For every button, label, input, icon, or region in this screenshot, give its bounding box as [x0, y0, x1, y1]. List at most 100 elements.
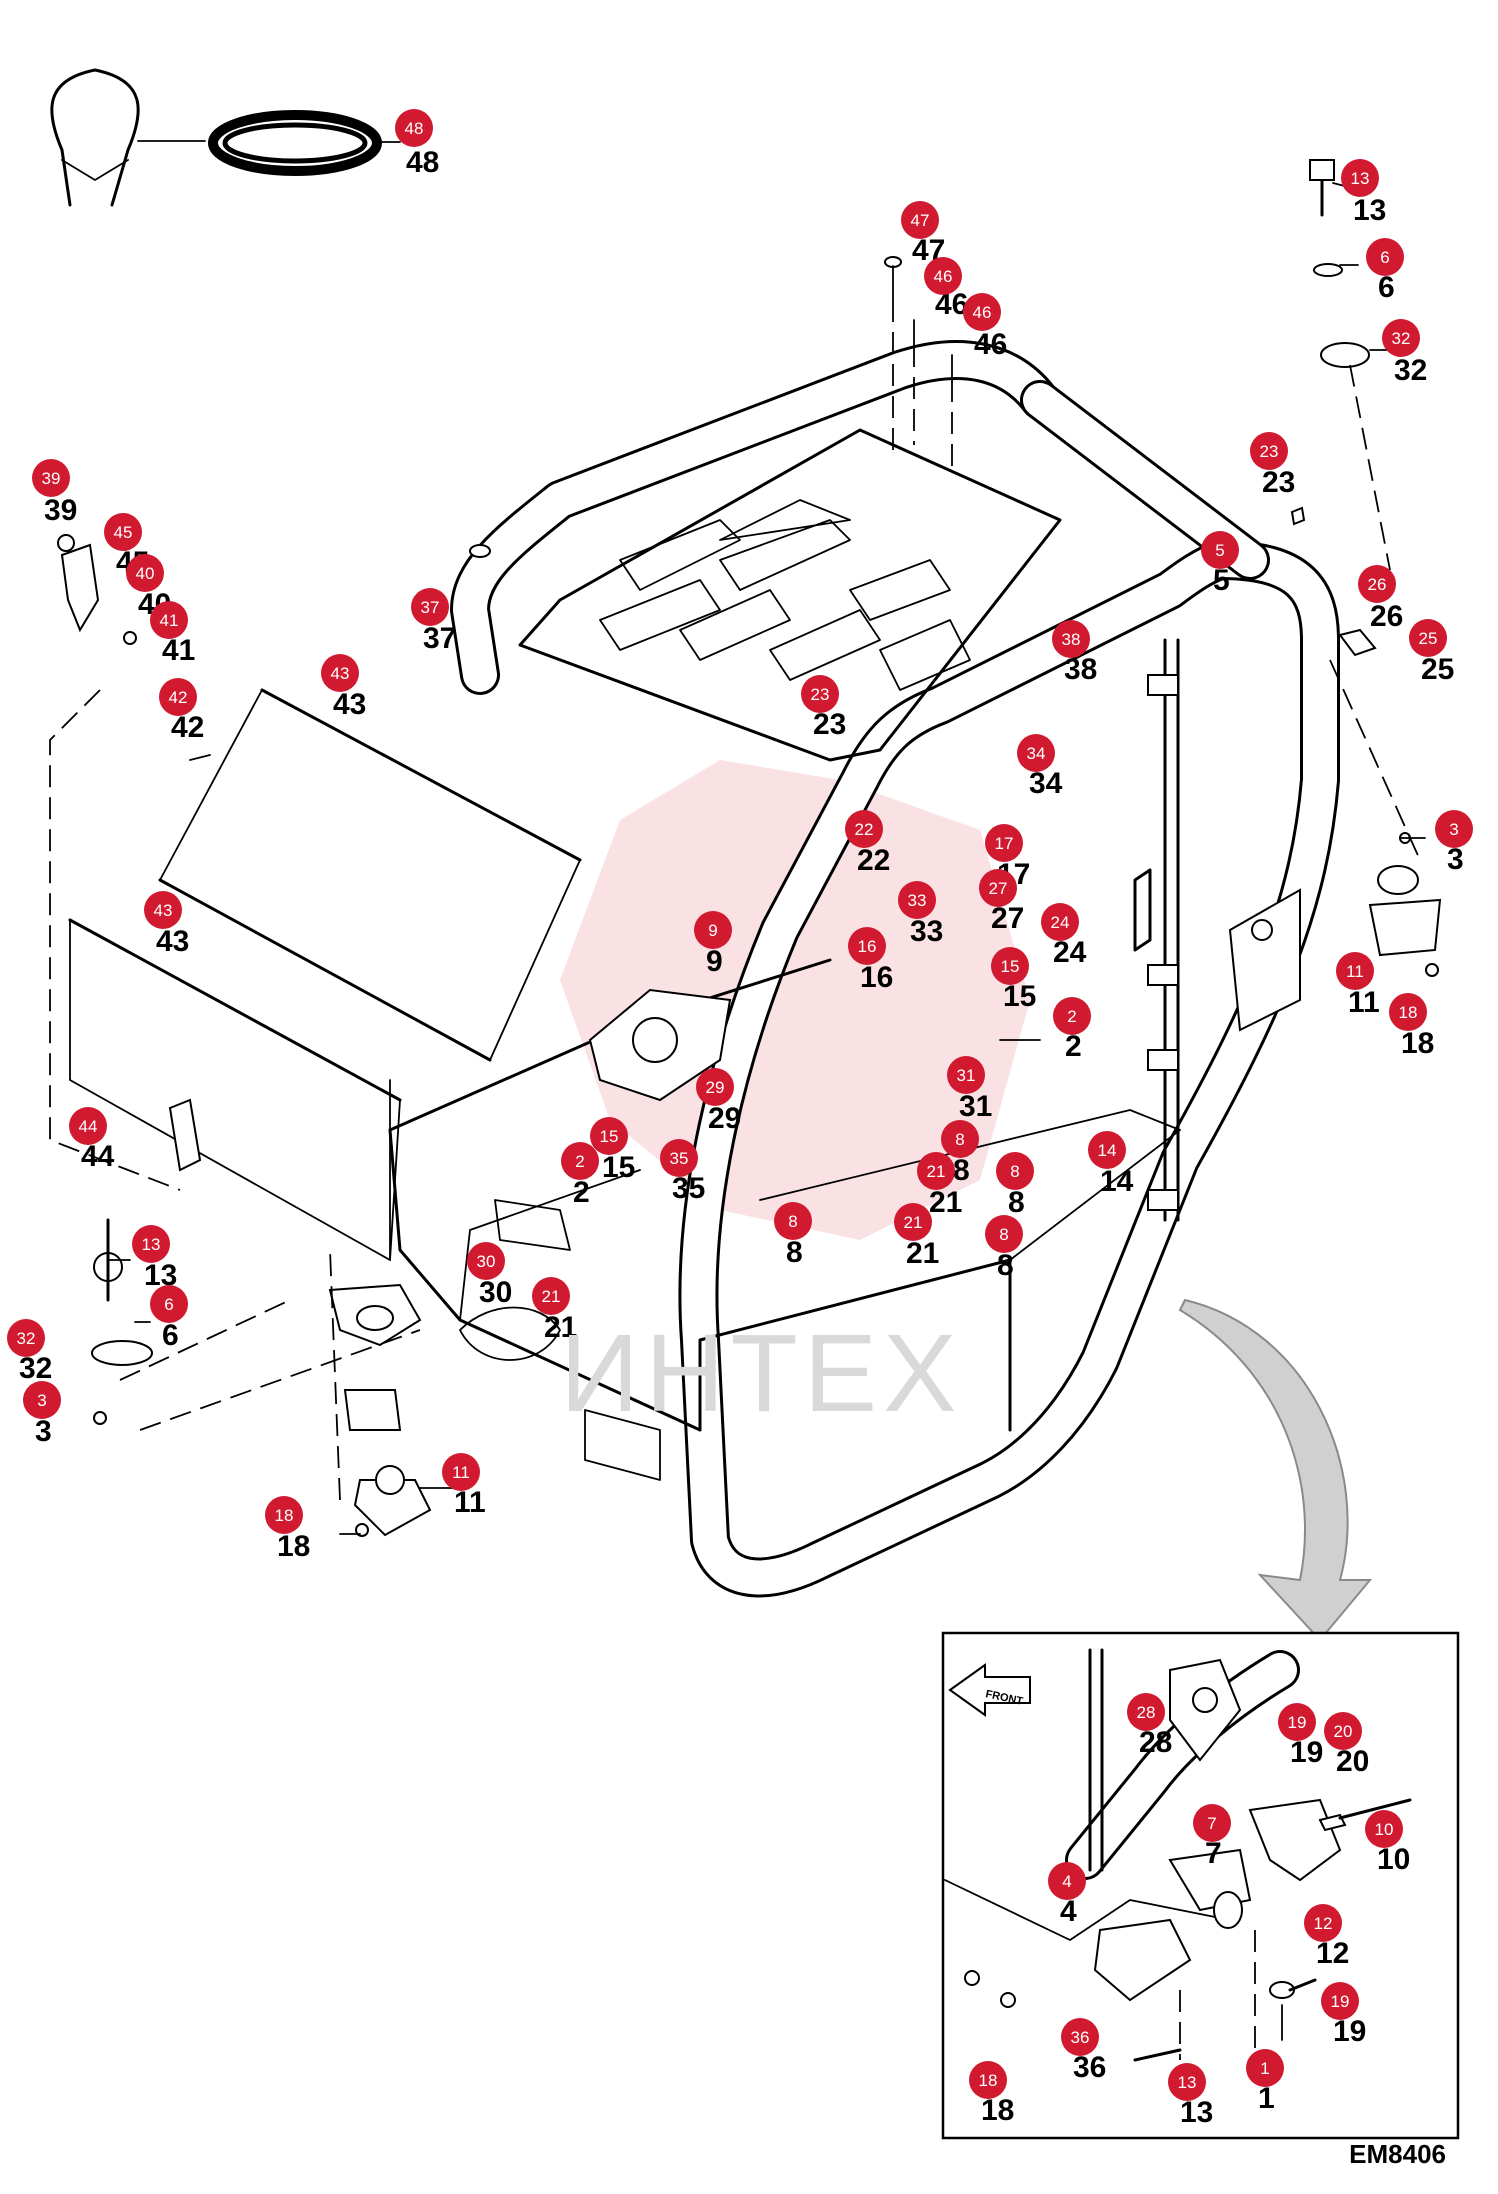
part-badge-number: 32 [1392, 329, 1411, 348]
part-number-label: 6 [1378, 271, 1395, 304]
part-number-label: 24 [1053, 936, 1087, 969]
part-badge-number: 39 [42, 469, 61, 488]
part-number-label: 7 [1205, 1837, 1222, 1870]
part-badge-number: 11 [452, 1463, 470, 1482]
front-arrow-icon [948, 1663, 1031, 1717]
part-badge-number: 26 [1368, 575, 1387, 594]
part-badge-number: 11 [1346, 962, 1364, 981]
part-number-label: 18 [1401, 1027, 1434, 1060]
part-badge [69, 1107, 107, 1145]
part-badge [969, 2061, 1007, 2099]
rops-frame [388, 340, 1340, 1598]
part-number-label: 15 [602, 1151, 635, 1184]
part-badge [924, 257, 962, 295]
drawing-code: EM8406 [1349, 2139, 1446, 2169]
part-number-label: 30 [479, 1276, 512, 1309]
part-number-label: 44 [81, 1140, 115, 1173]
part-badge-number: 42 [169, 688, 188, 707]
part-badge [1052, 620, 1090, 658]
part-badge-number: 15 [1001, 957, 1020, 976]
part-badge-number: 36 [1071, 2028, 1090, 2047]
part-number-label: 3 [35, 1415, 52, 1448]
part-number-label: 48 [406, 146, 439, 179]
part-badge [1053, 997, 1091, 1035]
part-badge [126, 554, 164, 592]
latch-brackets [49, 534, 211, 1191]
part-number-label: 5 [1213, 564, 1230, 597]
part-badge-number: 8 [788, 1212, 797, 1231]
part-badge-number: 37 [421, 598, 440, 617]
detail-arrow [1178, 1298, 1373, 1642]
part-number-label: 41 [162, 634, 195, 667]
part-badge [1304, 1904, 1342, 1942]
part-badge-number: 2 [575, 1152, 584, 1171]
part-badge-number: 43 [154, 901, 173, 920]
part-badge-number: 21 [927, 1162, 946, 1181]
part-callouts: 4848474746464646131366323223235526262525… [7, 109, 1473, 2129]
part-badge [23, 1381, 61, 1419]
part-badge [979, 869, 1017, 907]
part-callout: 11 [1246, 2049, 1284, 2115]
part-badge-number: 33 [908, 891, 927, 910]
part-number-label: 13 [1353, 194, 1386, 227]
part-badge [1041, 903, 1079, 941]
part-badge [1389, 993, 1427, 1031]
part-badge-number: 13 [1351, 169, 1370, 188]
part-callout: 88 [774, 1202, 812, 1269]
part-badge [991, 947, 1029, 985]
part-badge-number: 6 [1380, 248, 1389, 267]
part-badge-number: 22 [855, 820, 874, 839]
part-badge-number: 20 [1334, 1722, 1353, 1741]
part-badge [159, 678, 197, 716]
part-badge [941, 1120, 979, 1158]
part-number-label: 34 [1029, 767, 1063, 800]
part-number-label: 36 [1073, 2051, 1106, 2084]
part-badge-number: 46 [934, 267, 953, 286]
part-badge-number: 6 [164, 1295, 173, 1314]
part-badge-number: 16 [858, 937, 877, 956]
part-badge [1336, 952, 1374, 990]
part-number-label: 19 [1333, 2015, 1366, 2048]
part-callout: 99 [694, 911, 732, 978]
part-badge-number: 48 [405, 119, 424, 138]
part-badge-number: 40 [136, 564, 155, 583]
part-badge-number: 19 [1288, 1713, 1307, 1732]
part-badge [32, 459, 70, 497]
part-badge-number: 31 [957, 1066, 976, 1085]
part-badge-number: 46 [973, 303, 992, 322]
part-number-label: 23 [1262, 466, 1295, 499]
sun-shade-screens [68, 688, 582, 1261]
part-badge [150, 1285, 188, 1323]
part-number-label: 20 [1336, 1745, 1369, 1778]
part-number-label: 8 [1008, 1186, 1025, 1219]
part-badge-number: 5 [1215, 541, 1224, 560]
part-badge-number: 45 [114, 523, 133, 542]
part-callout: 55 [1201, 531, 1239, 597]
part-badge [1061, 2018, 1099, 2056]
part-number-label: 11 [454, 1486, 486, 1519]
part-number-label: 2 [1065, 1030, 1082, 1063]
part-badge-number: 12 [1314, 1914, 1333, 1933]
part-badge [1017, 734, 1055, 772]
